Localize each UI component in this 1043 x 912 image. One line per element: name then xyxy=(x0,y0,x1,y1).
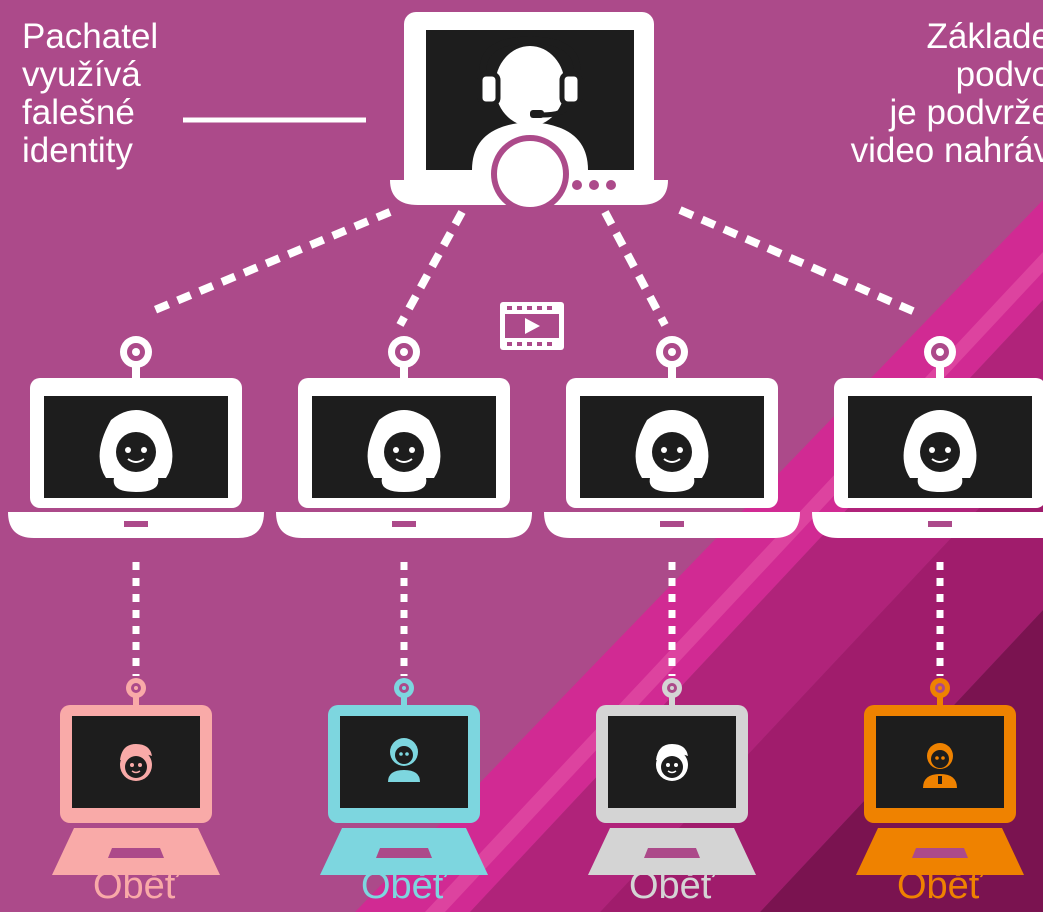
fake-laptop-4 xyxy=(812,336,1043,538)
victim-label-4: Oběť xyxy=(896,865,984,907)
middle-laptops xyxy=(8,336,1043,538)
note-line: podvo xyxy=(955,55,1043,94)
connector-4 xyxy=(678,206,917,316)
connector-2 xyxy=(396,210,466,327)
perpetrator-laptop xyxy=(390,12,668,213)
victim-laptop-2 xyxy=(320,678,488,875)
fake-laptop-3 xyxy=(544,336,800,538)
fake-girl-avatar-icon xyxy=(367,410,441,492)
fake-laptop-1 xyxy=(8,336,264,538)
note-line: využívá xyxy=(22,55,141,94)
note-line: Pachatel xyxy=(22,17,159,56)
note-line: falešné xyxy=(22,93,135,132)
connector-3 xyxy=(601,210,669,327)
victim-laptops xyxy=(52,678,1024,875)
connector-1 xyxy=(148,208,392,316)
man-avatar-icon xyxy=(923,743,957,788)
fake-girl-avatar-icon xyxy=(903,410,977,492)
victim-laptop-4 xyxy=(856,678,1024,875)
note-line: je podvrže xyxy=(889,93,1043,132)
webcam-icon xyxy=(924,336,956,378)
video-clip-icon xyxy=(500,302,564,350)
victim-laptop-3 xyxy=(588,678,756,875)
victim-laptop-1 xyxy=(52,678,220,875)
victim-label-2: Oběť xyxy=(360,865,448,907)
webcam-icon xyxy=(120,336,152,378)
fake-laptop-2 xyxy=(276,336,532,538)
webcam-icon xyxy=(388,336,420,378)
perpetrator-note: Pachatel využívá falešné identity xyxy=(22,18,158,170)
note-line: Základe xyxy=(926,17,1043,56)
fake-girl-avatar-icon xyxy=(635,410,709,492)
webcam-icon xyxy=(656,336,688,378)
connector-lines xyxy=(148,206,917,327)
fake-girl-avatar-icon xyxy=(99,410,173,492)
girl-avatar-icon xyxy=(388,738,420,782)
victim-label-1: Oběť xyxy=(92,865,180,907)
scam-basis-note: Základe podvo je podvrže video nahráv xyxy=(851,18,1043,170)
note-line: video nahráv xyxy=(850,131,1043,170)
victim-label-3: Oběť xyxy=(628,865,716,907)
boy-avatar-icon xyxy=(120,744,152,781)
boy-avatar-icon xyxy=(656,744,688,781)
vertical-connectors xyxy=(132,562,944,676)
note-line: identity xyxy=(22,131,133,170)
